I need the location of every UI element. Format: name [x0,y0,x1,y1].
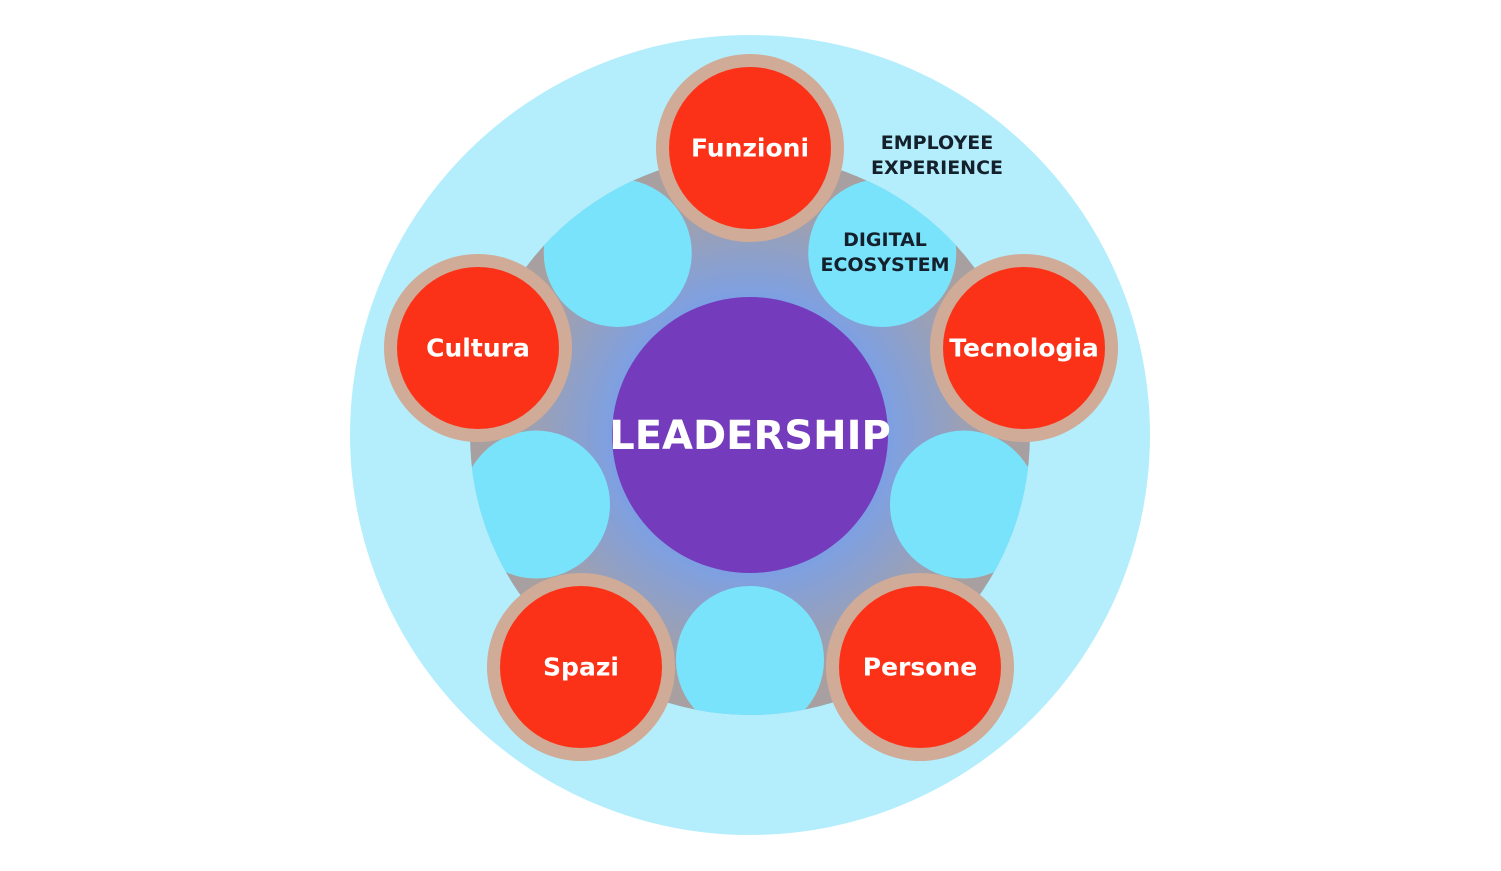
node-label-funzioni: Funzioni [691,134,809,163]
leadership-circle [612,297,888,573]
node-tecnologia [943,267,1105,429]
cutout-circle [470,430,611,579]
cutout-circle [889,430,1030,579]
node-persone [839,586,1001,748]
leadership-label: LEADERSHIP [609,413,891,459]
node-label-persone: Persone [863,653,977,682]
node-funzioni [669,67,831,229]
cutout-circle [808,178,957,327]
node-label-spazi: Spazi [543,653,619,682]
cutout-circle [543,178,692,327]
node-label-cultura: Cultura [426,334,530,363]
digital-ecosystem-label-1: DIGITAL [843,229,927,251]
node-label-tecnologia: Tecnologia [949,334,1099,363]
node-cultura [397,267,559,429]
node-spazi [500,586,662,748]
employee-experience-label-1: EMPLOYEE [881,132,993,154]
digital-ecosystem-label-2: ECOSYSTEM [820,254,949,276]
employee-experience-label-2: EXPERIENCE [871,157,1003,179]
cutout-circle [676,586,824,715]
